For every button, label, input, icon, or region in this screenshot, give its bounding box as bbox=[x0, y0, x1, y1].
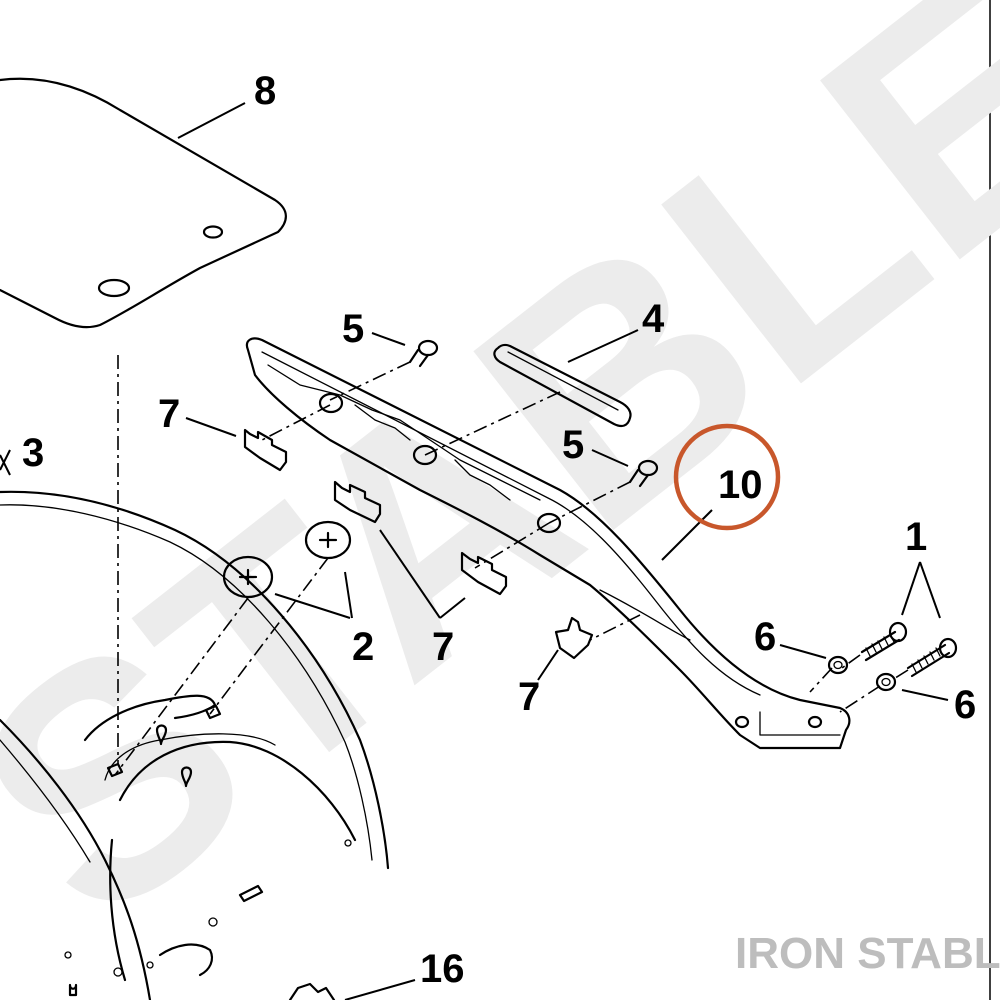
callout-5-top: 5 bbox=[342, 307, 364, 351]
assembly-lines bbox=[114, 355, 909, 776]
callout-5-mid: 5 bbox=[562, 423, 584, 467]
part-4-pad bbox=[493, 343, 632, 428]
callout-7-mid: 7 bbox=[432, 625, 454, 669]
callout-2: 2 bbox=[352, 625, 374, 669]
callout-4: 4 bbox=[642, 297, 665, 341]
callout-3: 3 bbox=[22, 431, 44, 475]
callout-10: 10 bbox=[718, 463, 763, 507]
callout-1: 1 bbox=[905, 515, 927, 559]
callouts: 8 3 5 4 7 5 10 1 2 7 6 6 7 16 bbox=[22, 69, 976, 991]
callout-6-right: 6 bbox=[954, 683, 976, 727]
part-1-bolts bbox=[860, 621, 958, 678]
callout-6-left: 6 bbox=[754, 615, 776, 659]
part-5-screws bbox=[408, 339, 659, 488]
leader-lines bbox=[0, 102, 949, 1000]
part-7-clips bbox=[243, 428, 594, 660]
part-10-bracket bbox=[245, 337, 851, 750]
callout-7-left: 7 bbox=[158, 392, 180, 436]
highlight-circle bbox=[673, 423, 781, 531]
brand-logo-text: IRON STABLE bbox=[735, 929, 1000, 978]
callout-7-bottom: 7 bbox=[518, 675, 540, 719]
callout-8: 8 bbox=[254, 69, 276, 113]
part-8-panel bbox=[0, 77, 287, 329]
callout-16: 16 bbox=[420, 947, 465, 991]
part-6-washers bbox=[827, 655, 897, 692]
part-3-fender bbox=[0, 490, 390, 1000]
part-16 bbox=[288, 982, 336, 1000]
